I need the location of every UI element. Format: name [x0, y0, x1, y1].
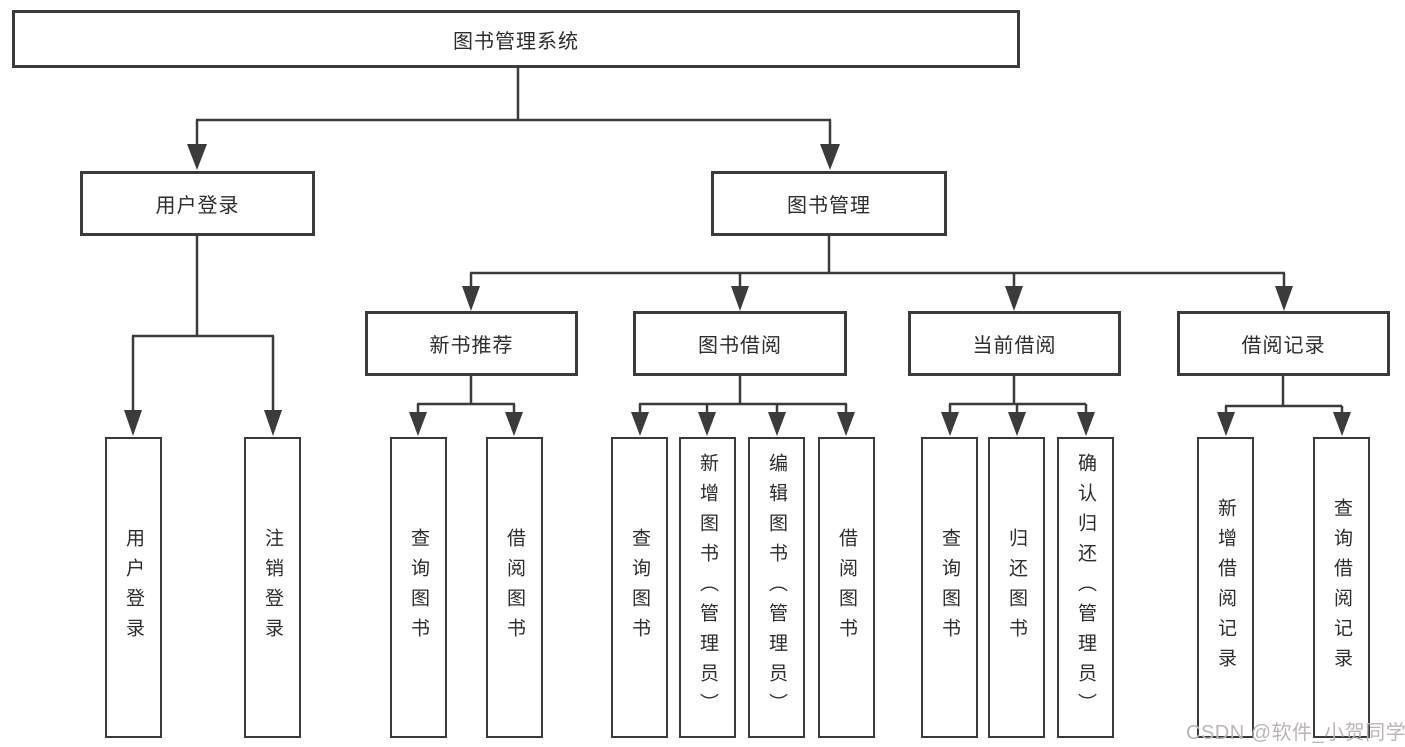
node-label: 图书管理系统 [453, 30, 579, 53]
node-root-system: 图书管理系统 [12, 10, 1020, 68]
leaf-edit-books-admin: 编辑图书（管理员） [748, 437, 805, 738]
leaf-label: 查询图书 [629, 527, 650, 648]
node-current-borrow: 当前借阅 [908, 311, 1121, 376]
csdn-watermark: CSDN @软件_小贺同学 [1186, 722, 1405, 744]
arrowhead [1217, 412, 1235, 436]
node-borrow-record: 借阅记录 [1177, 311, 1390, 376]
node-new-book-recommend: 新书推荐 [365, 311, 578, 376]
node-book-management: 图书管理 [711, 171, 947, 236]
node-label: 当前借阅 [972, 335, 1057, 357]
connector-root-to-branches [187, 66, 840, 170]
node-label: 图书借阅 [698, 335, 782, 357]
node-book-borrow: 图书借阅 [633, 311, 847, 376]
leaf-label: 查询借阅记录 [1331, 497, 1352, 678]
node-label: 用户登录 [155, 195, 240, 217]
leaf-return-books: 归还图书 [988, 437, 1045, 738]
node-user-login: 用户登录 [80, 171, 315, 236]
leaf-user-login: 用户登录 [105, 437, 162, 738]
arrowhead [820, 144, 840, 170]
arrowhead [731, 286, 749, 311]
connector-borrow-to-leaves [631, 375, 855, 436]
leaf-label: 查询图书 [408, 527, 429, 648]
connector-record-to-leaves [1217, 375, 1351, 436]
arrowhead [462, 286, 480, 311]
leaf-label: 新增借阅记录 [1215, 497, 1236, 678]
leaf-label: 借阅图书 [836, 527, 857, 648]
arrowhead [124, 410, 142, 436]
arrowhead [698, 412, 716, 436]
arrowhead [187, 144, 207, 170]
node-label: 借阅记录 [1241, 335, 1326, 357]
arrowhead [505, 412, 523, 436]
arrowhead [1005, 286, 1023, 311]
leaf-label: 确认归还（管理员） [1075, 452, 1096, 723]
leaf-label: 查询图书 [939, 527, 960, 648]
connector-rec-to-leaves [409, 375, 523, 436]
arrowhead [837, 412, 855, 436]
arrowhead [1275, 286, 1293, 311]
leaf-query-books-current: 查询图书 [921, 437, 978, 738]
leaf-borrow-books: 借阅图书 [818, 437, 875, 738]
leaf-logout: 注销登录 [244, 437, 301, 738]
connector-login-to-leaves [124, 235, 282, 436]
leaf-label: 新增图书（管理员） [697, 452, 718, 723]
leaf-label: 用户登录 [123, 527, 144, 648]
leaf-query-borrow-record: 查询借阅记录 [1313, 437, 1370, 738]
leaf-label: 归还图书 [1006, 527, 1027, 648]
leaf-label: 注销登录 [262, 527, 283, 648]
leaf-query-books-recommend: 查询图书 [390, 437, 447, 738]
arrowhead [1008, 412, 1026, 436]
leaf-query-books-borrow: 查询图书 [611, 437, 668, 738]
arrowhead [1077, 412, 1095, 436]
arrowhead [941, 412, 959, 436]
leaf-add-books-admin: 新增图书（管理员） [679, 437, 736, 738]
arrowhead [768, 412, 786, 436]
leaf-borrow-books-recommend: 借阅图书 [486, 437, 543, 738]
arrowhead [631, 412, 649, 436]
leaf-add-borrow-record: 新增借阅记录 [1197, 437, 1254, 738]
arrowhead [409, 412, 427, 436]
arrowhead [1333, 412, 1351, 436]
node-label: 新书推荐 [429, 335, 514, 357]
node-label: 图书管理 [787, 195, 871, 217]
leaf-label: 编辑图书（管理员） [766, 452, 787, 723]
arrowhead [264, 410, 282, 436]
leaf-label: 借阅图书 [504, 527, 525, 648]
connector-current-to-leaves [941, 375, 1095, 436]
leaf-confirm-return-admin: 确认归还（管理员） [1057, 437, 1114, 738]
connector-mgmt-to-modules [462, 235, 1293, 311]
